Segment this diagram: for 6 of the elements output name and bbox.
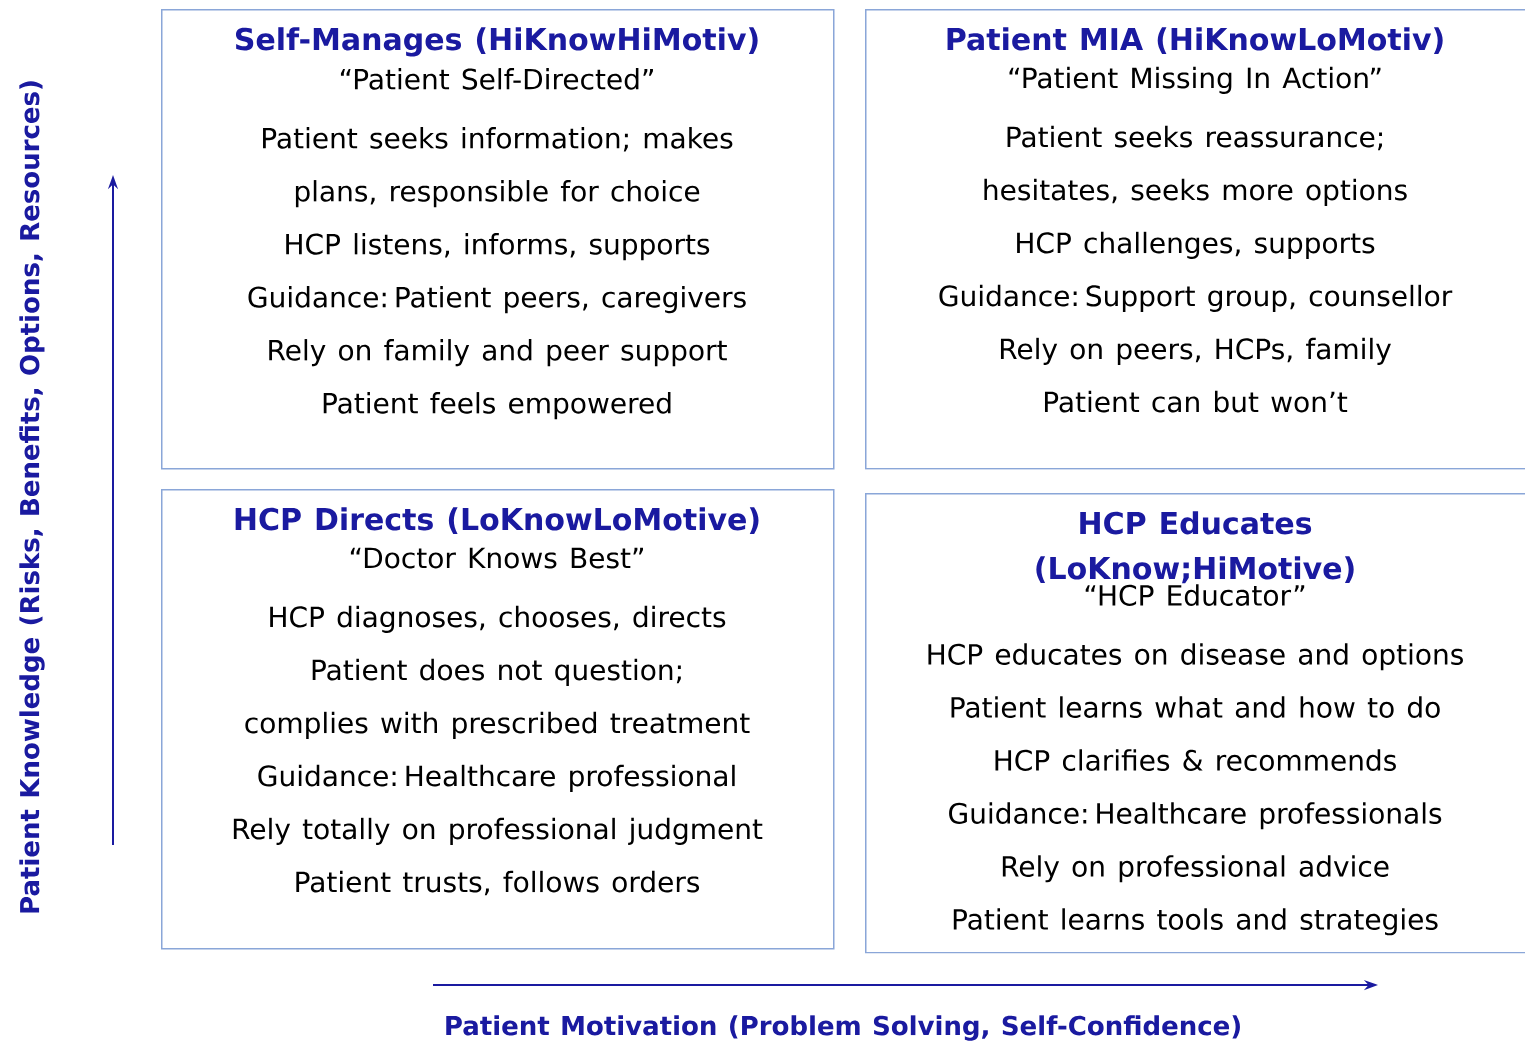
quadrant-box: HCP Directs (LoKnowLoMotive) “Doctor Knows Best” HCP diagnoses, chooses, directs Patient does not question; complies with prescribed treatment Guidance: Healthcare professional Rely totally on professional judgment Patient trusts, follows orders	[161, 489, 835, 950]
quadrant-box: Patient MIA (HiKnowLoMotiv) “Patient Missing In Action” Patient seeks reassurance; hesitates, seeks more options HCP challenges, supports Guidance: Support group, counsellor Rely on peers, HCPs, family Patient can but won’t	[865, 9, 1525, 470]
quadrant-box: Self-Manages (HiKnowHiMotiv) “Patient Self-Directed” Patient seeks information; makes plans, responsible for choice HCP listens, informs, supports Guidance: Patient peers, caregivers Rely on family and peer support Patient feels empowered	[161, 9, 835, 470]
axis-label: Patient Motivation (Problem Solving, Self-Confidence)	[446, 1015, 1240, 1041]
axis-label: Patient Knowledge (Risks, Benefits, Options, Resources)	[19, 81, 45, 913]
quadrant-box: HCP Educates (LoKnow;HiMotive) “HCP Educator” HCP educates on disease and options Patient learns what and how to do HCP clarifies & recommends Guidance: Healthcare professionals Rely on professional advice Patient learns tools and strategies	[865, 493, 1525, 954]
